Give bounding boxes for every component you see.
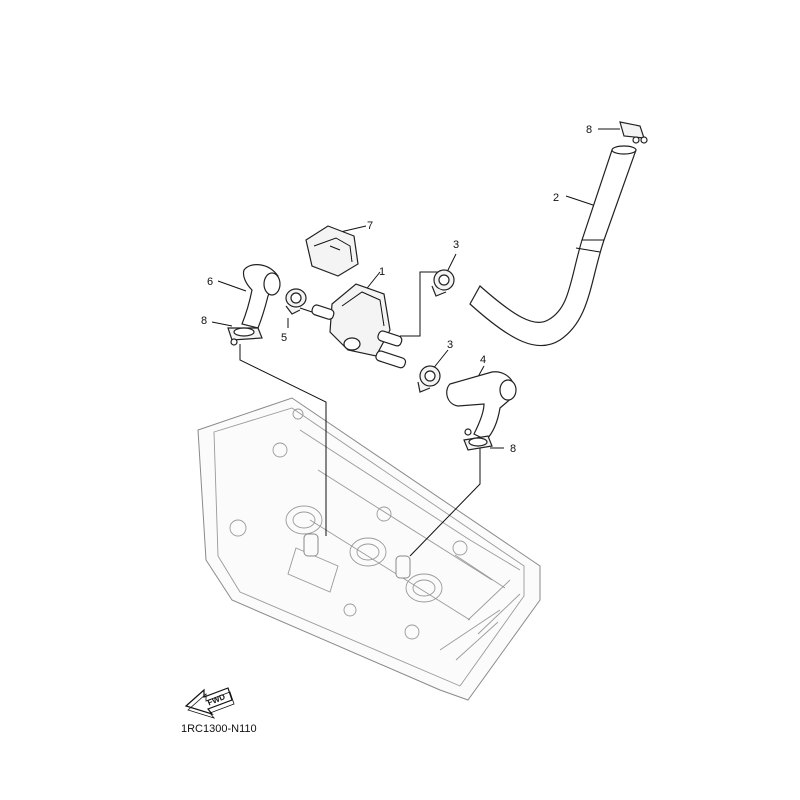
callout-7: 7 (367, 220, 373, 232)
callout-3-upper: 3 (453, 239, 459, 251)
hose-clamp-part-8-top (619, 121, 648, 144)
diagram-code: 1RC1300-N110 (181, 723, 257, 735)
callout-1: 1 (379, 266, 385, 278)
hose-pipe-part-2 (469, 145, 637, 347)
callout-8-top: 8 (586, 124, 592, 136)
callout-2: 2 (553, 192, 559, 204)
forward-arrow-icon: FWD (184, 687, 235, 719)
cylinder-head-cover (197, 397, 541, 701)
callout-8-left: 8 (201, 315, 207, 327)
elbow-hose-part-6 (241, 264, 281, 329)
air-valve-part-1 (311, 283, 407, 369)
hose-clamp-part-5 (285, 288, 307, 315)
hose-clamp-part-3-upper (431, 269, 455, 297)
callout-3-lower: 3 (447, 339, 453, 351)
callout-5: 5 (281, 332, 287, 344)
hose-clamp-part-3-lower (417, 365, 441, 393)
leader-lines (211, 128, 620, 557)
damper-part-7 (305, 225, 359, 277)
callout-6: 6 (207, 276, 213, 288)
elbow-hose-part-4 (446, 371, 517, 441)
hose-clamp-part-8-right (463, 428, 493, 451)
callout-8-right: 8 (510, 443, 516, 455)
callout-4: 4 (480, 354, 486, 366)
hose-clamp-part-8-left (227, 327, 263, 346)
